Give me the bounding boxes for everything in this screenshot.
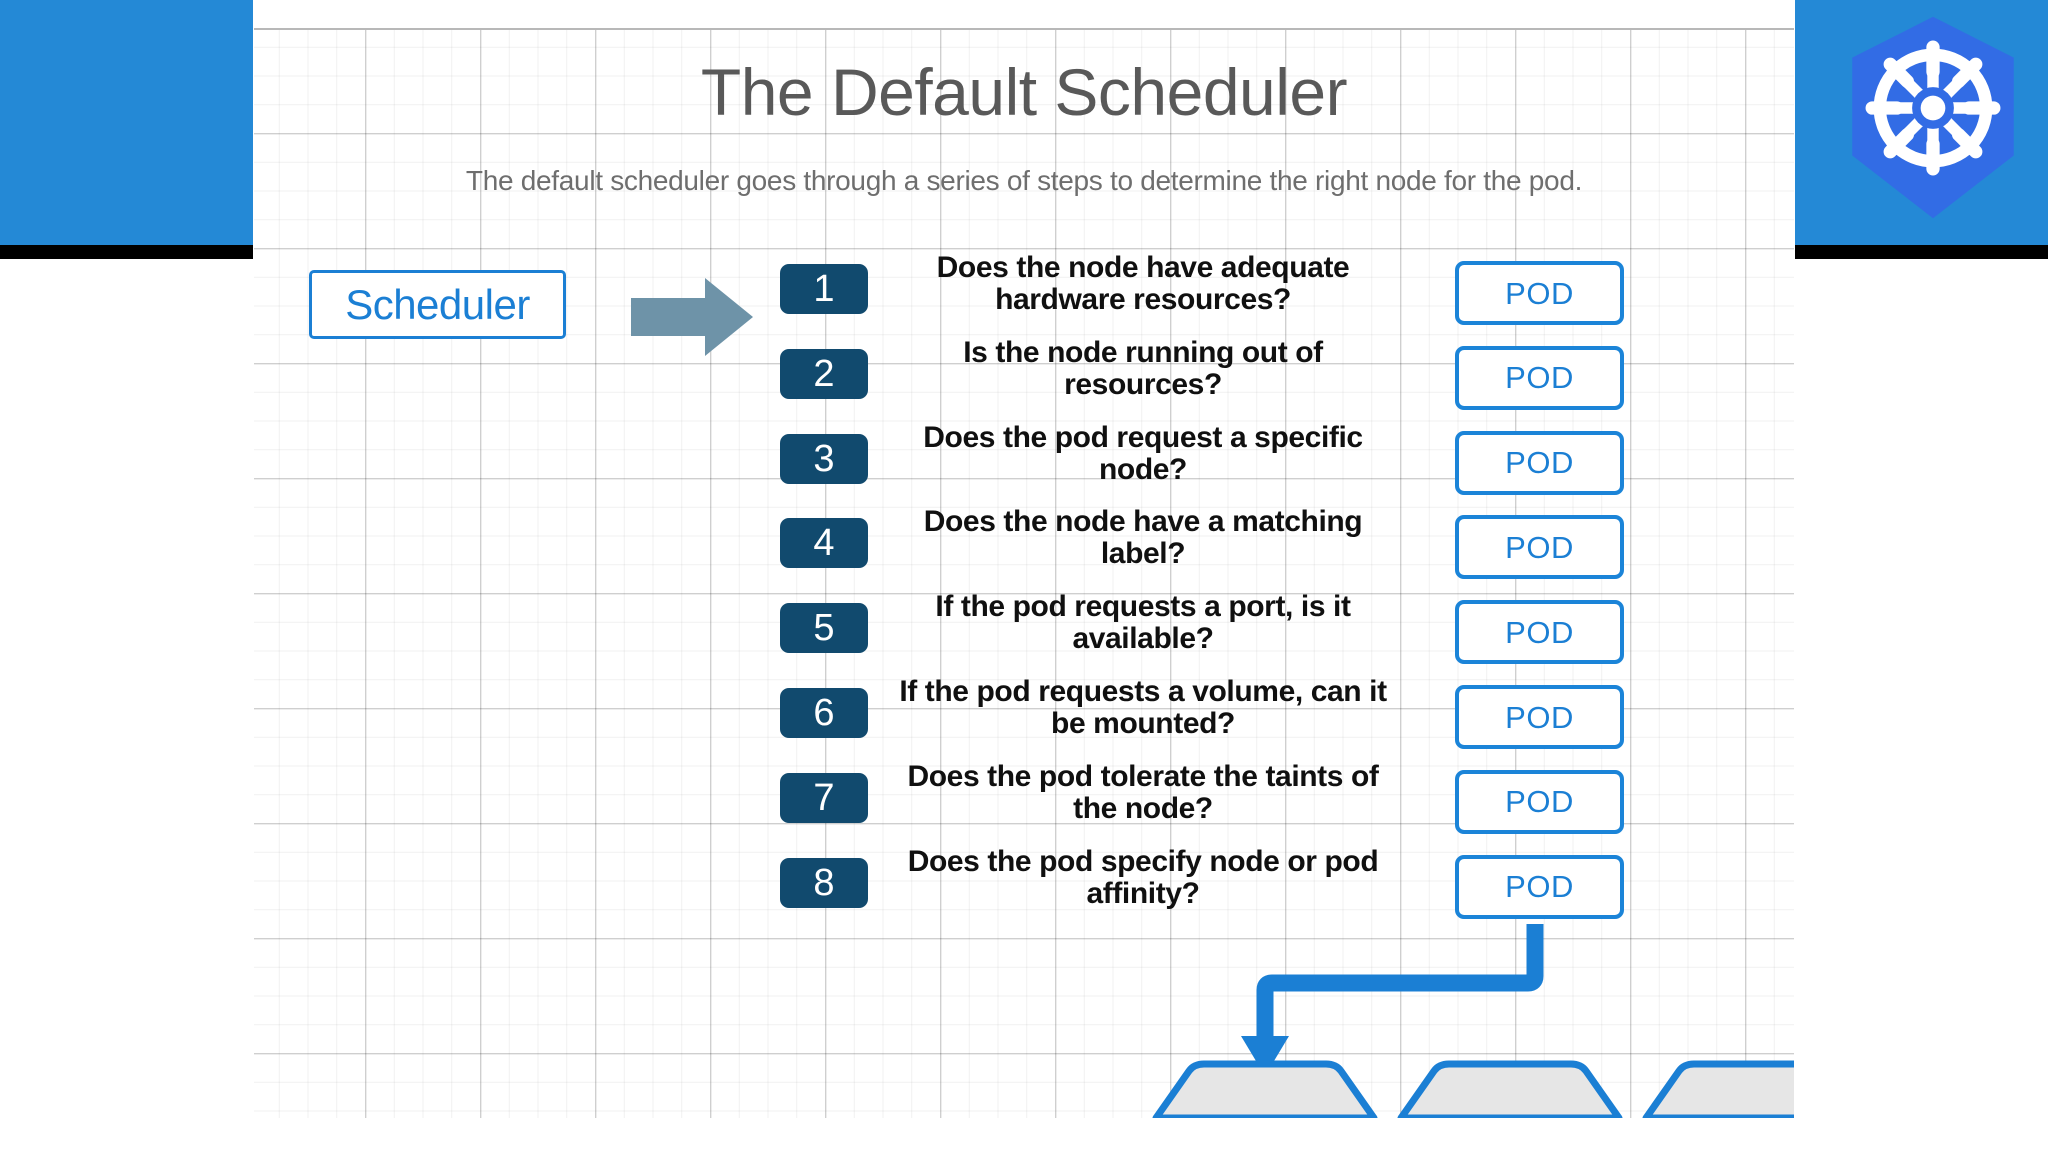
pod-box[interactable]: POD: [1455, 515, 1624, 580]
page-title: The Default Scheduler: [700, 55, 1348, 129]
step-row: 8 Does the pod specify node or pod affini…: [254, 845, 1654, 928]
step-badge-6: 6: [780, 688, 868, 738]
step-row: 3 Does the pod request a specific node? PO…: [254, 421, 1654, 504]
pod-box[interactable]: POD: [1455, 685, 1624, 749]
pod-box[interactable]: POD: [1455, 345, 1624, 410]
step-question-text: Does the node have adequate hardware res…: [936, 251, 1350, 317]
pod-box[interactable]: POD: [1455, 430, 1624, 495]
node-2[interactable]: [1397, 1060, 1623, 1118]
pod-label: POD: [1505, 784, 1574, 820]
kubernetes-helm-wheel-icon: [1865, 40, 2001, 176]
step-badge-4: 4: [780, 518, 868, 569]
step-badge-7: 7: [780, 772, 868, 823]
step-question-text: Does the pod specify node or pod affinit…: [907, 844, 1379, 910]
step-number: 6: [813, 692, 835, 734]
pod-label: POD: [1505, 445, 1574, 481]
pod-label: POD: [1505, 360, 1574, 396]
step-badge-3: 3: [780, 433, 868, 484]
step-badge-8: 8: [780, 857, 868, 908]
pod-label: POD: [1505, 275, 1574, 311]
pod-label: POD: [1505, 614, 1574, 650]
black-divider-left: [0, 245, 253, 259]
steps-list: 1 Does the node have adequate hardware re…: [254, 30, 1794, 1118]
step-number: 4: [813, 522, 835, 565]
step-row: 1 Does the node have adequate hardware re…: [254, 251, 1654, 334]
step-badge-1: 1: [780, 264, 868, 314]
step-row: 7 Does the pod tolerate the taints of the…: [254, 760, 1654, 843]
scheduler-box[interactable]: Scheduler: [309, 270, 566, 339]
step-row: 6 If the pod requests a volume, can it be…: [254, 675, 1654, 758]
page-subtitle: The default scheduler goes through a ser…: [465, 165, 1583, 196]
step-number: 3: [813, 437, 835, 480]
brand-bar-left: [0, 0, 253, 245]
step-question-text: If the pod requests a port, is it availa…: [935, 590, 1351, 656]
step-question-text: If the pod requests a volume, can it be …: [899, 675, 1387, 741]
pod-box[interactable]: POD: [1455, 600, 1624, 665]
step-row: 2 Is the node running out of resources? PO…: [254, 336, 1654, 419]
pod-label: POD: [1505, 529, 1574, 565]
step-row: 5 If the pod requests a port, is it avail…: [254, 591, 1654, 673]
step-row: 4 Does the node have a matching label? POD: [254, 506, 1654, 588]
step-number: 8: [813, 861, 835, 904]
step-badge-2: 2: [780, 348, 868, 399]
kubernetes-logo: [1838, 10, 2028, 225]
step-number: 2: [813, 352, 835, 395]
step-question-text: Does the pod request a specific node?: [923, 420, 1363, 486]
pod-label: POD: [1505, 699, 1574, 735]
pod-box[interactable]: POD: [1455, 854, 1624, 919]
scheduler-label: Scheduler: [345, 280, 530, 328]
step-number: 5: [813, 607, 835, 650]
pod-label: POD: [1505, 869, 1574, 905]
step-question-text: Does the pod tolerate the taints of the …: [907, 759, 1379, 825]
black-divider-right: [1795, 245, 2048, 259]
step-badge-5: 5: [780, 603, 868, 654]
pod-box[interactable]: POD: [1455, 261, 1624, 325]
step-number: 1: [813, 268, 835, 310]
step-number: 7: [813, 776, 835, 819]
step-question-text: Does the node have a matching label?: [923, 505, 1363, 571]
node-1[interactable]: [1152, 1060, 1378, 1118]
node-3[interactable]: [1642, 1060, 1794, 1118]
pod-box[interactable]: POD: [1455, 769, 1624, 834]
step-question-text: Is the node running out of resources?: [963, 335, 1323, 401]
node-row: [1152, 1060, 1794, 1118]
flow-arrow-right-icon: [631, 278, 753, 356]
diagram-canvas: The Default Scheduler The default schedu…: [254, 28, 1794, 1118]
